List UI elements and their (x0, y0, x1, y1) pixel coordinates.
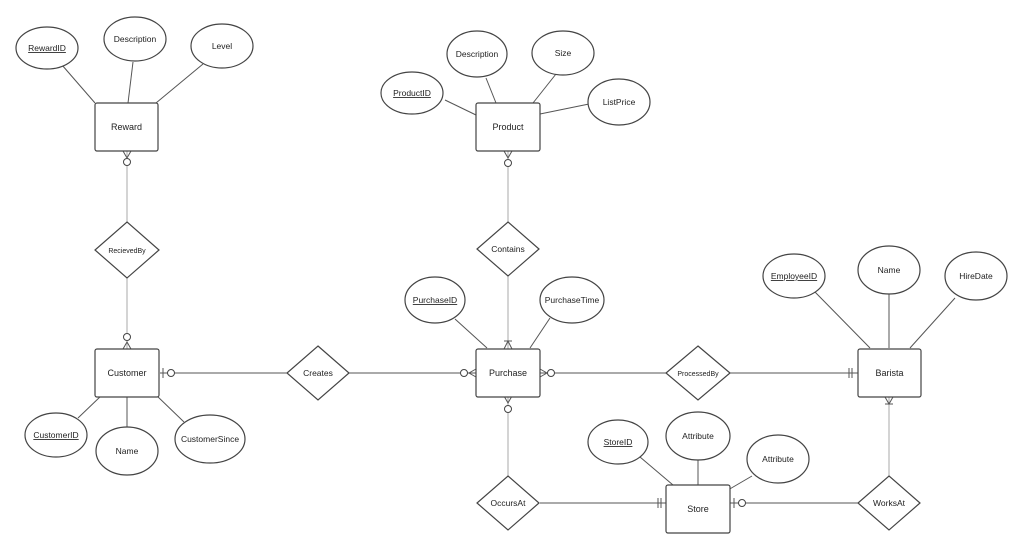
cardinality-markers (122, 150, 894, 508)
attr-store-id[interactable]: StoreID (587, 419, 649, 465)
attr-reward-description-label: Description (114, 34, 157, 44)
entity-barista-label: Barista (875, 368, 903, 378)
rel-works-at-label: WorksAt (873, 498, 906, 508)
attr-barista-hiredate-label: HireDate (959, 271, 993, 281)
entity-customer[interactable]: Customer (94, 348, 160, 398)
rel-contains-label: Contains (491, 244, 525, 254)
entity-store[interactable]: Store (665, 484, 731, 534)
attr-product-id-label: ProductID (393, 88, 431, 98)
attr-customer-id-label: CustomerID (33, 430, 78, 440)
attr-barista-hiredate[interactable]: HireDate (944, 251, 1008, 301)
entity-purchase[interactable]: Purchase (475, 348, 541, 398)
attr-product-size-label: Size (555, 48, 572, 58)
attr-customer-id[interactable]: CustomerID (24, 412, 88, 458)
rel-creates[interactable]: Creates (286, 345, 350, 401)
rel-creates-label: Creates (303, 368, 333, 378)
attr-purchase-id[interactable]: PurchaseID (404, 276, 466, 324)
attr-purchase-id-label: PurchaseID (413, 295, 457, 305)
attr-product-description[interactable]: Description (446, 30, 508, 78)
attr-store-attribute-1-label: Attribute (682, 431, 714, 441)
attr-employee-id-label: EmployeeID (771, 271, 817, 281)
attr-product-listprice[interactable]: ListPrice (587, 78, 651, 126)
rel-works-at[interactable]: WorksAt (857, 475, 921, 531)
attr-store-id-label: StoreID (604, 437, 633, 447)
attr-product-description-label: Description (456, 49, 499, 59)
entity-product-label: Product (492, 122, 524, 132)
attr-reward-id[interactable]: RewardID (15, 26, 79, 70)
attr-reward-level-label: Level (212, 41, 232, 51)
entity-boxes: Reward Product Customer Purchase Barista… (94, 102, 922, 534)
attr-reward-id-label: RewardID (28, 43, 66, 53)
attribute-connectors (61, 61, 956, 491)
entity-reward[interactable]: Reward (94, 102, 159, 152)
attr-store-attribute-2-label: Attribute (762, 454, 794, 464)
rel-occurs-at[interactable]: OccursAt (476, 475, 540, 531)
entity-customer-label: Customer (107, 368, 146, 378)
attr-barista-name[interactable]: Name (857, 245, 921, 295)
attr-store-attribute-1[interactable]: Attribute (665, 411, 731, 461)
attr-customer-name[interactable]: Name (95, 426, 159, 476)
attr-reward-description[interactable]: Description (103, 16, 167, 62)
attr-purchase-time[interactable]: PurchaseTime (539, 276, 605, 324)
attribute-ellipses: RewardID Description Level Description S… (15, 16, 1008, 484)
rel-recieved-by[interactable]: RecievedBy (94, 221, 160, 279)
attr-customer-since-label: CustomerSince (181, 434, 239, 444)
rel-processed-by-label: ProcessedBy (677, 371, 719, 378)
attr-barista-name-label: Name (878, 265, 901, 275)
rel-contains[interactable]: Contains (476, 221, 540, 277)
relationship-diamonds: RecievedBy Contains Creates ProcessedBy … (94, 221, 921, 531)
attr-product-listprice-label: ListPrice (603, 97, 636, 107)
rel-processed-by[interactable]: ProcessedBy (665, 345, 731, 401)
attr-reward-level[interactable]: Level (190, 23, 254, 69)
attr-product-size[interactable]: Size (531, 30, 595, 76)
attr-store-attribute-2[interactable]: Attribute (746, 434, 810, 484)
attr-product-id[interactable]: ProductID (380, 71, 444, 115)
entity-purchase-label: Purchase (489, 368, 527, 378)
entity-reward-label: Reward (111, 122, 142, 132)
attr-customer-name-label: Name (116, 446, 139, 456)
entity-barista[interactable]: Barista (857, 348, 922, 398)
rel-recieved-by-label: RecievedBy (108, 248, 146, 255)
entity-product[interactable]: Product (475, 102, 541, 152)
rel-occurs-at-label: OccursAt (491, 498, 527, 508)
attr-customer-since[interactable]: CustomerSince (174, 414, 246, 464)
entity-store-label: Store (687, 504, 709, 514)
attr-employee-id[interactable]: EmployeeID (762, 253, 826, 299)
attr-purchase-time-label: PurchaseTime (545, 295, 600, 305)
